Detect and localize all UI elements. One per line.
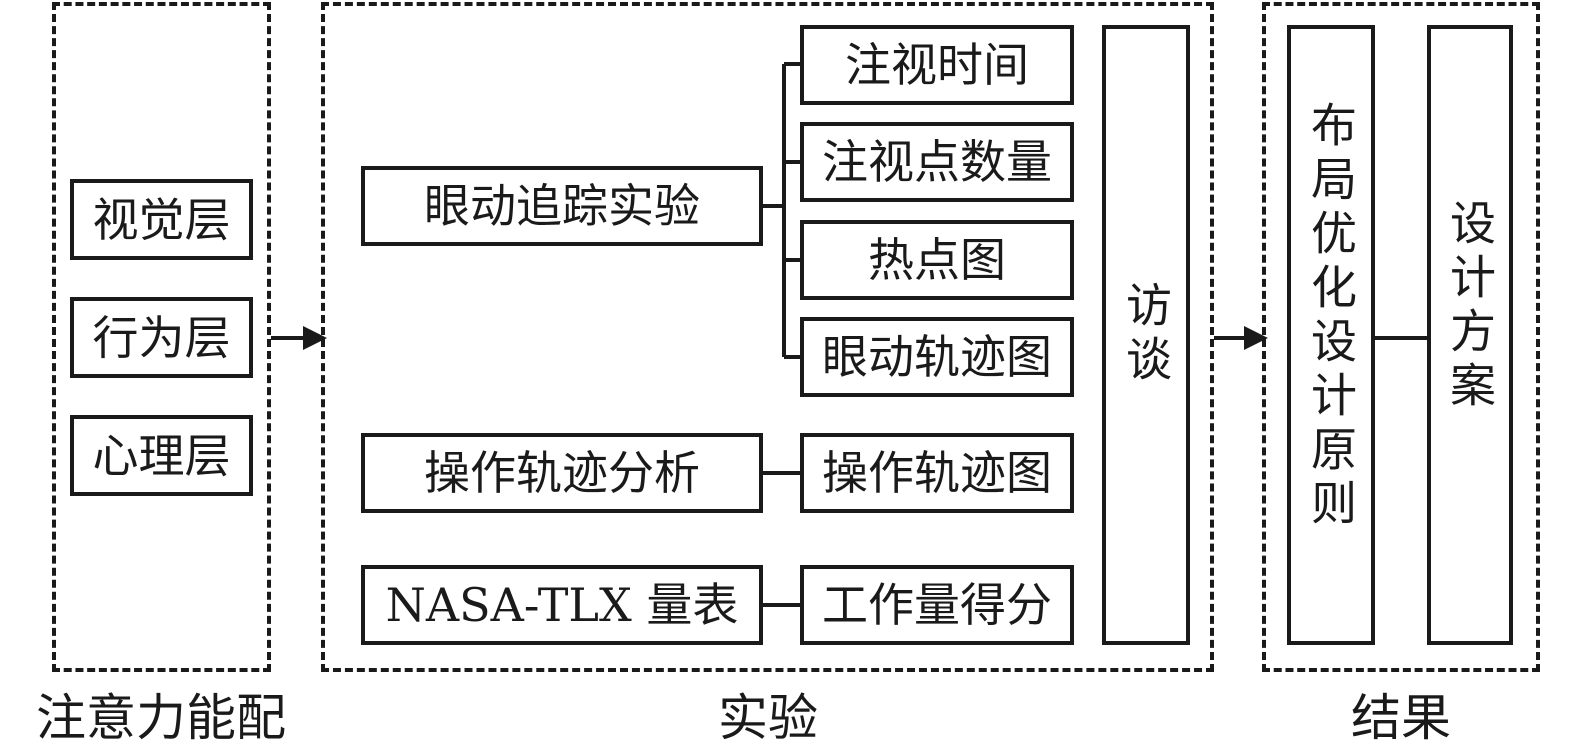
interview-label: 访谈 bbox=[1119, 281, 1173, 389]
experiment-caption: 实验 bbox=[718, 689, 818, 747]
attention-caption: 注意力能配 bbox=[36, 689, 286, 747]
design-plan-box: 设计方案 bbox=[1427, 25, 1513, 645]
interview-box: 访谈 bbox=[1102, 25, 1190, 645]
heatmap-box: 热点图 bbox=[800, 220, 1074, 300]
operation-path-box: 操作轨迹图 bbox=[800, 433, 1074, 513]
design-principles-label: 布局优化设计原则 bbox=[1304, 101, 1358, 533]
design-plan-label: 设计方案 bbox=[1443, 199, 1497, 415]
fixation-time-box: 注视时间 bbox=[800, 25, 1074, 105]
operation-analysis-box: 操作轨迹分析 bbox=[361, 433, 763, 513]
attention-item-psychology: 心理层 bbox=[70, 415, 253, 496]
eye-tracking-box: 眼动追踪实验 bbox=[361, 166, 763, 246]
arrow-head-experiment-to-result bbox=[1244, 326, 1268, 350]
attention-item-visual: 视觉层 bbox=[70, 179, 253, 260]
result-caption: 结果 bbox=[1351, 689, 1451, 747]
design-principles-box: 布局优化设计原则 bbox=[1287, 25, 1375, 645]
attention-item-behavior: 行为层 bbox=[70, 297, 253, 378]
gaze-path-box: 眼动轨迹图 bbox=[800, 317, 1074, 397]
fixation-count-box: 注视点数量 bbox=[800, 122, 1074, 202]
attention-panel bbox=[52, 2, 271, 672]
nasa-tlx-box: NASA-TLX 量表 bbox=[361, 565, 763, 645]
workload-score-box: 工作量得分 bbox=[800, 565, 1074, 645]
arrow-head-attention-to-experiment bbox=[303, 326, 327, 350]
